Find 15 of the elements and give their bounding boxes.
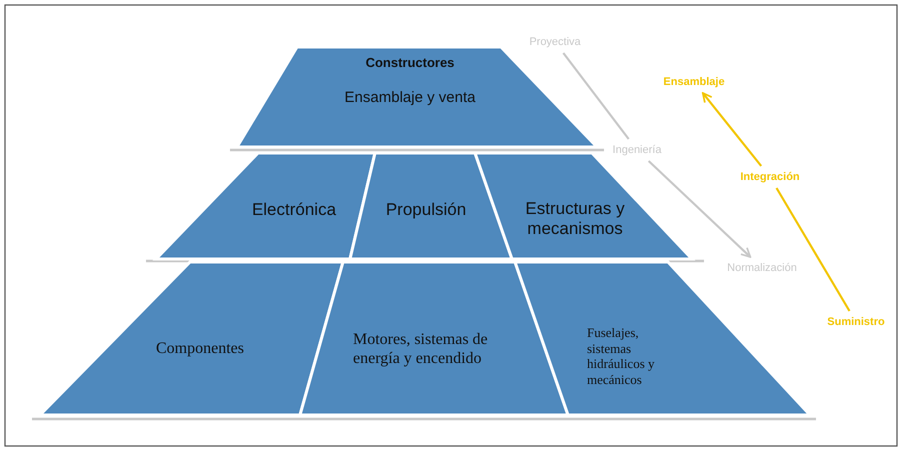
segment-label: Fuselajes, sistemas hidráulicos y mecánicos bbox=[587, 325, 656, 388]
stage-label: Ensamblaje bbox=[656, 74, 732, 90]
segment-label: Motores, sistemas de energía y encendido bbox=[353, 330, 489, 368]
arrow bbox=[648, 160, 752, 258]
tier-heading: Constructores bbox=[364, 55, 456, 71]
segment-label: Estructuras y mecanismos bbox=[524, 199, 626, 240]
stage-label: Integración bbox=[733, 169, 807, 185]
pyramid-segment bbox=[350, 153, 512, 259]
segment-label: Componentes bbox=[155, 339, 245, 358]
segment-label: Ensamblaje y venta bbox=[344, 89, 476, 107]
stage-label: Suministro bbox=[818, 314, 894, 330]
segment-label: Propulsión bbox=[384, 200, 468, 220]
arrow bbox=[702, 92, 762, 167]
connector-line bbox=[776, 187, 850, 312]
connector-line bbox=[562, 52, 630, 140]
